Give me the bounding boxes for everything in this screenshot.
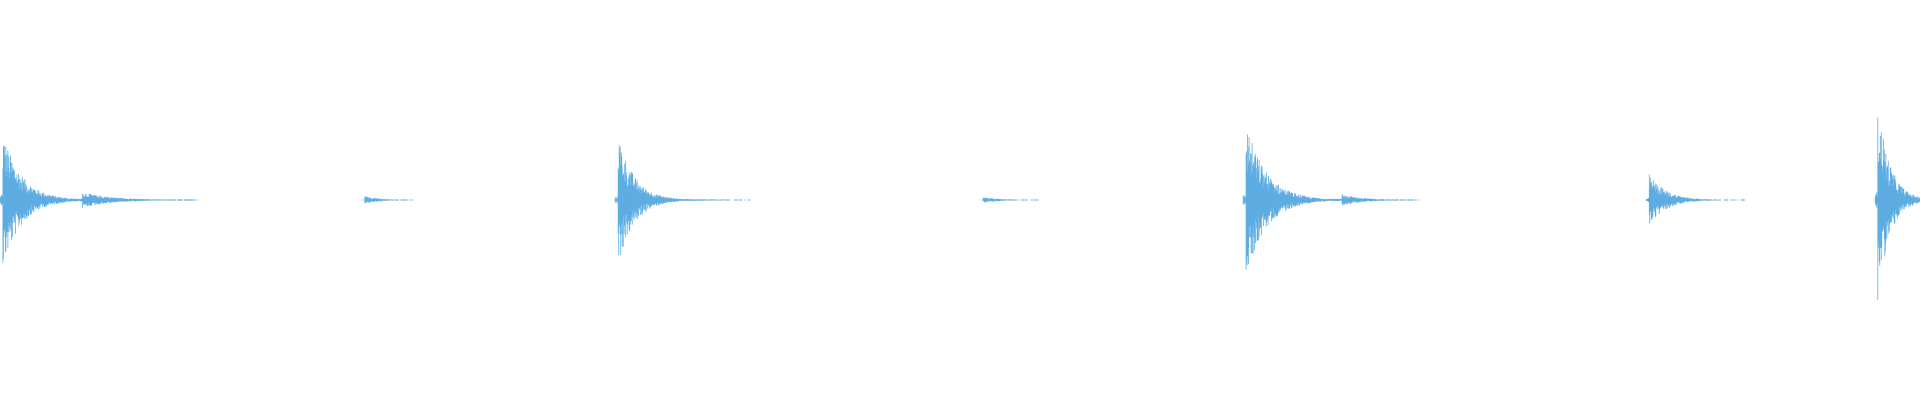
waveform-path (0, 117, 1920, 300)
waveform-trace (0, 117, 1920, 300)
